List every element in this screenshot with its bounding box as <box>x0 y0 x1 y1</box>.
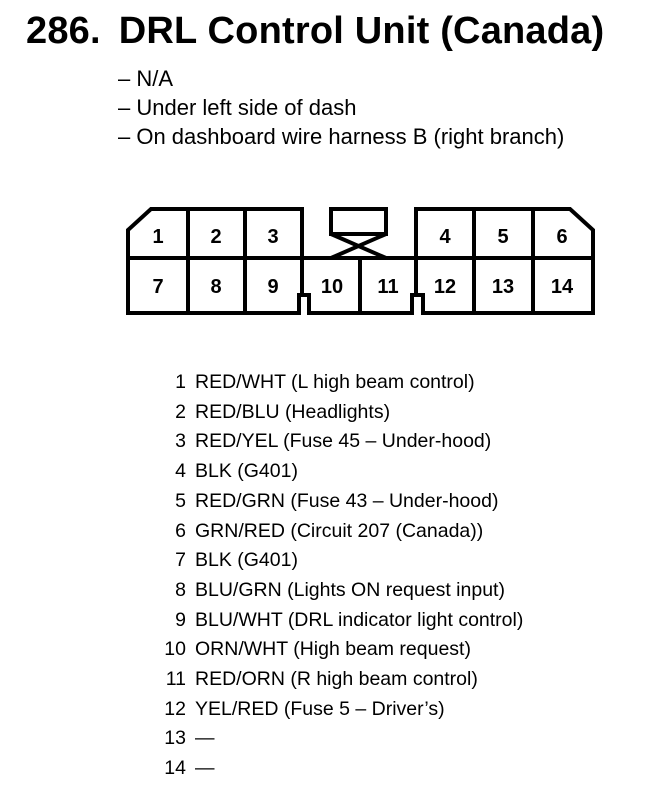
pin-description: RED/BLU (Headlights) <box>195 400 391 423</box>
pin-description: BLK (G401) <box>195 549 298 572</box>
cavity-label: 5 <box>497 226 508 248</box>
pin-row: 8 BLU/GRN (Lights ON request input) <box>150 576 523 606</box>
info-harness: – On dashboard wire harness B (right bra… <box>118 124 565 149</box>
pin-number: 6 <box>175 519 186 542</box>
pin-number: 3 <box>175 430 186 453</box>
pin-number: 7 <box>175 549 186 572</box>
cavity-label: 11 <box>377 276 398 298</box>
component-number: 286. <box>26 10 101 52</box>
pin-row: 1 RED/WHT (L high beam control) <box>150 368 523 398</box>
pin-number: 1 <box>175 371 186 393</box>
lock-tab-cross <box>330 232 387 260</box>
pin-number: 11 <box>165 668 186 691</box>
pin-description: BLU/WHT (DRL indicator light control) <box>195 608 524 631</box>
pin-number: 4 <box>175 460 186 483</box>
pin-row: 10 ORN/WHT (High beam request) <box>150 635 523 665</box>
pin-description: ORN/WHT (High beam request) <box>195 638 471 661</box>
pin-number: 13 <box>164 727 186 750</box>
pin-row: 4 BLK (G401) <box>150 457 523 487</box>
pin-assignment-list: 1 RED/WHT (L high beam control) 2 RED/BLU … <box>150 368 523 784</box>
pin-row: 9 BLU/WHT (DRL indicator light control) <box>150 606 523 636</box>
cavity-label: 4 <box>439 226 451 248</box>
pin-description: RED/GRN (Fuse 43 – Under-hood) <box>195 489 499 512</box>
pin-row: 12 YEL/RED (Fuse 5 – Driver’s) <box>150 695 523 725</box>
pin-row: 2 RED/BLU (Headlights) <box>150 398 523 428</box>
page-title: 286. DRL Control Unit (Canada) <box>26 10 604 53</box>
pin-row: 14 — <box>150 754 523 784</box>
pin-number: 2 <box>175 400 186 423</box>
cavity-label: 3 <box>267 226 278 248</box>
pin-row: 13 — <box>150 724 523 754</box>
component-name: DRL Control Unit (Canada) <box>118 10 605 52</box>
cavity-label: 7 <box>152 276 163 298</box>
pin-row: 11 RED/ORN (R high beam control) <box>150 665 523 695</box>
cavity-label: 2 <box>210 226 221 248</box>
pin-description: — <box>195 727 215 750</box>
cavity-label: 8 <box>210 276 221 298</box>
pin-description: RED/YEL (Fuse 45 – Under-hood) <box>195 430 492 453</box>
info-applicability: – N/A <box>118 66 174 91</box>
cavity-label: 12 <box>434 276 456 298</box>
pin-row: 5 RED/GRN (Fuse 43 – Under-hood) <box>150 487 523 517</box>
pin-description: GRN/RED (Circuit 207 (Canada)) <box>195 519 484 542</box>
cavity-label: 13 <box>492 276 514 298</box>
info-location: – Under left side of dash <box>118 95 357 120</box>
cavity-label: 1 <box>152 226 163 248</box>
pin-description: YEL/RED (Fuse 5 – Driver’s) <box>195 697 445 720</box>
pin-row: 7 BLK (G401) <box>150 546 523 576</box>
cavity-label: 14 <box>551 276 574 298</box>
lock-tab <box>329 207 388 236</box>
cavity-label: 10 <box>321 276 343 298</box>
pin-number: 5 <box>175 489 186 512</box>
component-info: – N/A – Under left side of dash – On das… <box>118 64 564 151</box>
pin-number: 10 <box>164 638 186 661</box>
pin-row: 3 RED/YEL (Fuse 45 – Under-hood) <box>150 427 523 457</box>
pin-number: 8 <box>175 578 186 601</box>
connector-body <box>126 207 595 315</box>
pin-number: 9 <box>175 608 186 631</box>
pin-description: BLK (G401) <box>195 460 298 483</box>
pin-description: — <box>195 757 215 780</box>
pin-description: BLU/GRN (Lights ON request input) <box>195 578 505 601</box>
pin-row: 6 GRN/RED (Circuit 207 (Canada)) <box>150 517 523 547</box>
cavity-label: 9 <box>267 276 278 298</box>
pin-number: 14 <box>164 757 186 780</box>
cavity-label: 6 <box>556 226 567 248</box>
pin-number: 12 <box>164 697 186 720</box>
pin-description: RED/ORN (R high beam control) <box>195 668 478 691</box>
pin-description: RED/WHT (L high beam control) <box>195 371 475 393</box>
